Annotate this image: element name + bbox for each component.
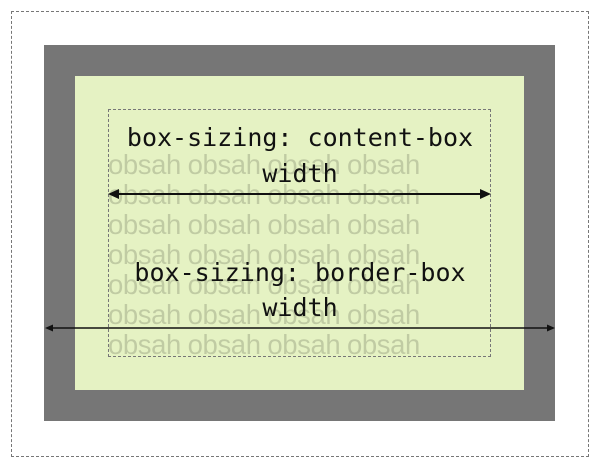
border-box-width-label: width [262, 293, 338, 322]
content-area [108, 109, 491, 357]
content-box-width-label: width [262, 159, 338, 188]
content-box-width-arrow [108, 189, 491, 199]
border-box-title: box-sizing: border-box [134, 258, 466, 287]
border-box-width-arrow [45, 324, 555, 332]
padding-area [75, 76, 524, 390]
content-filler-text: obsah obsah obsah obsah obsah obsah obsa… [108, 150, 420, 360]
content-box-title: box-sizing: content-box [126, 123, 474, 152]
